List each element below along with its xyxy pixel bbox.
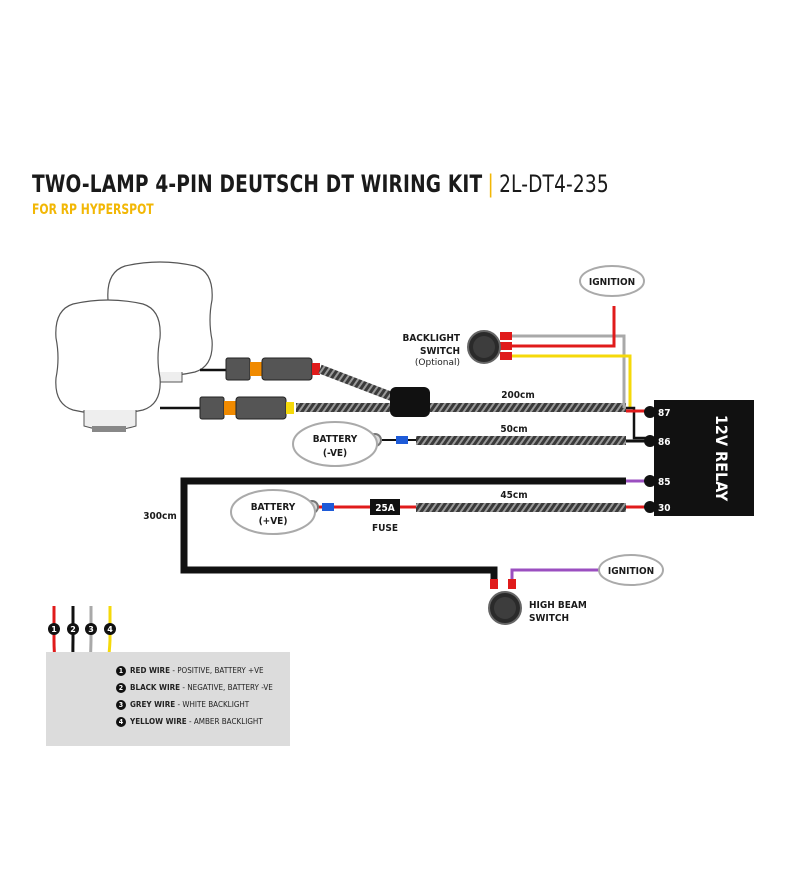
wire-num-2: 2 [70,625,76,634]
wire-legend: 1 RED WIRE - POSITIVE, BATTERY +VE 2 BLACK… [46,652,290,746]
legend-desc-1: - POSITIVE, BATTERY +VE [170,666,264,675]
highbeam-wires [490,568,600,589]
pin-86: 86 [658,437,671,448]
legend-num-3: 3 [116,700,126,710]
product-code: 2L-DT4-235 [499,170,609,198]
page-title: TWO-LAMP 4-PIN DEUTSCH DT WIRING KIT|2L-… [32,170,609,198]
legend-row-3: 3 GREY WIRE - WHITE BACKLIGHT [116,700,249,710]
backlight-switch-icon[interactable] [467,330,501,364]
legend-num-2: 2 [116,683,126,693]
legend-row-4: 4 YELLOW WIRE - AMBER BACKLIGHT [116,717,263,727]
connector-lower [160,396,294,420]
ignition-bottom-bubble: IGNITION [598,554,664,586]
legend-name-2: BLACK WIRE [130,683,181,692]
fuse-icon: 25A [370,499,400,515]
backlight-wires [500,306,632,408]
battery-neg-bubble: BATTERY (-VE) [292,421,378,467]
pin-85: 85 [658,477,671,488]
highbeam-switch-icon[interactable] [488,591,522,625]
relay: 12V RELAY 87 86 85 30 [644,400,754,516]
length-200cm: 200cm [501,390,535,401]
battery-pos-bubble: BATTERY (+VE) [230,489,316,535]
legend-desc-4: - AMBER BACKLIGHT [186,717,263,726]
legend-desc-2: - NEGATIVE, BATTERY -VE [180,683,273,692]
loom-lower [296,403,392,412]
pin-30: 30 [658,503,671,514]
fuse-value: 25A [375,503,395,514]
ignition-top-bubble: IGNITION [579,265,645,297]
lamp-front-icon [55,299,161,432]
connector-upper [200,357,320,381]
battery-pos-label: BATTERY [251,502,296,513]
legend-desc-3: - WHITE BACKLIGHT [175,700,250,709]
backlight-optional: (Optional) [415,358,460,368]
pin-87: 87 [658,408,671,419]
length-50cm: 50cm [500,424,527,435]
fuse-label: FUSE [372,523,398,534]
loom-45cm [416,503,626,512]
backlight-label-1: BACKLIGHT [402,333,460,344]
battery-pos-sign: (+VE) [259,516,288,527]
legend-name-4: YELLOW WIRE [130,717,187,726]
highbeam-label-2: SWITCH [529,613,569,624]
title-separator: | [487,170,494,198]
loom-upper [318,364,395,402]
legend-num-1: 1 [116,666,126,676]
title-text: TWO-LAMP 4-PIN DEUTSCH DT WIRING KIT [32,170,483,198]
loom-200cm [430,403,626,412]
ignition-bottom-label: IGNITION [608,566,654,577]
wire-num-4: 4 [107,625,113,634]
highbeam-label-1: HIGH BEAM [529,600,587,611]
ignition-top-label: IGNITION [589,277,635,288]
legend-row-1: 1 RED WIRE - POSITIVE, BATTERY +VE [116,666,264,676]
subtitle: FOR RP HYPERSPOT [32,202,154,218]
backlight-label-2: SWITCH [420,346,460,357]
length-45cm: 45cm [500,490,527,501]
length-300cm: 300cm [143,511,177,522]
battery-neg-label: BATTERY [313,434,358,445]
legend-name-3: GREY WIRE [130,700,176,709]
wire-num-3: 3 [88,625,94,634]
splitter-block [390,387,430,417]
legend-row-2: 2 BLACK WIRE - NEGATIVE, BATTERY -VE [116,683,273,693]
wire-num-1: 1 [51,625,57,634]
relay-label: 12V RELAY [712,415,731,502]
legend-name-1: RED WIRE [130,666,171,675]
wire-300cm [180,477,626,584]
loom-50cm [416,436,626,445]
legend-num-4: 4 [116,717,126,727]
title-block: TWO-LAMP 4-PIN DEUTSCH DT WIRING KIT|2L-… [32,170,703,218]
battery-neg-sign: (-VE) [323,448,347,459]
